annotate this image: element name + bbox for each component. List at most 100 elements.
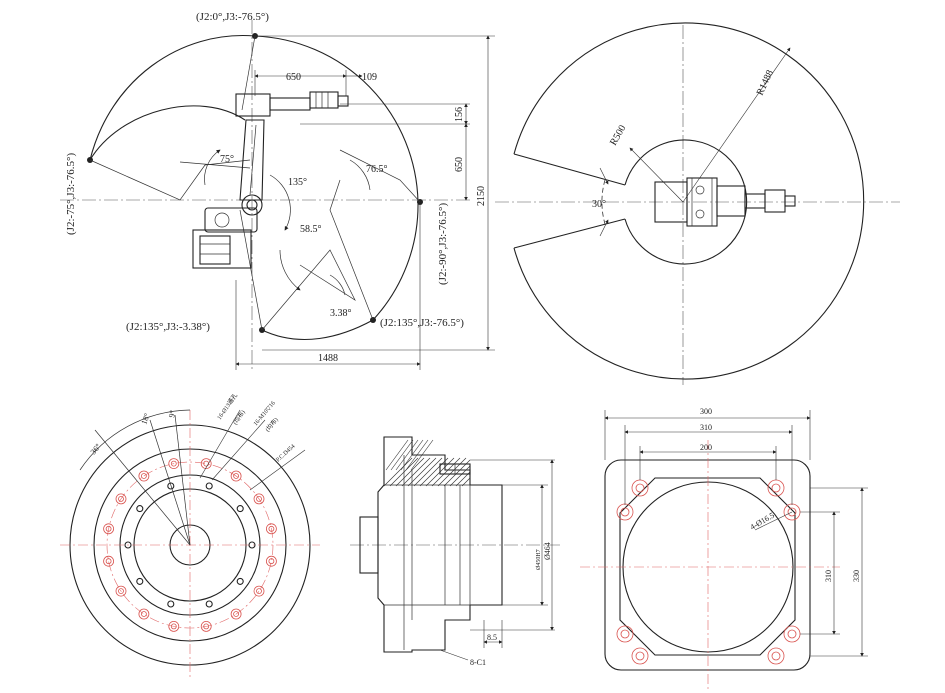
leader-r500 xyxy=(629,147,684,203)
label-angle-30: 30° xyxy=(592,199,606,210)
hatch-line xyxy=(419,457,449,487)
flange-hole xyxy=(168,621,180,632)
label-dim-1488: 1488 xyxy=(318,353,338,364)
angle-arc-76 xyxy=(349,159,371,191)
arm-pose-left-2 xyxy=(179,161,251,169)
label-pose-right: (J2:-90°,J3:-76.5°) xyxy=(437,203,449,285)
flange-hole xyxy=(200,458,212,470)
hatch-line xyxy=(400,439,424,471)
flange-hole xyxy=(136,505,144,513)
flange-hole xyxy=(167,600,175,608)
label-dim-464: Ø464 xyxy=(543,542,552,560)
hatch-line xyxy=(401,457,431,487)
flange-hole-inner xyxy=(105,525,112,532)
flange-hole-inner xyxy=(170,460,177,467)
label-r500: R500 xyxy=(608,123,628,147)
label-pose-top: (J2:0°,J3:-76.5°) xyxy=(196,11,269,23)
robot-elbow-housing xyxy=(235,93,271,117)
angle-line-9 xyxy=(174,414,191,546)
robot-upper-arm xyxy=(269,97,311,111)
label-dim-650-right: 650 xyxy=(454,157,465,172)
flange-hole xyxy=(124,541,132,549)
envelope-arc-inner-left xyxy=(89,105,246,161)
flange-hole xyxy=(265,523,277,535)
flange-hole xyxy=(167,482,175,490)
robot-top-wrist xyxy=(764,189,786,213)
envelope-arc-outer-lower xyxy=(372,201,419,321)
flange-hole xyxy=(200,621,212,632)
base-plate-outer xyxy=(604,459,811,671)
flange-hole-inner xyxy=(203,460,210,467)
robot-wrist xyxy=(309,91,339,109)
flange-hole xyxy=(138,470,150,482)
hatch-line xyxy=(449,465,471,487)
robot-top-arm xyxy=(744,193,766,209)
label-angle-18: 18° xyxy=(139,412,151,426)
flange-hole xyxy=(205,600,213,608)
angle-arc-front xyxy=(79,409,191,471)
hatch-line xyxy=(390,439,414,471)
hole-callout-leader xyxy=(754,511,793,531)
hatch-line xyxy=(405,439,429,471)
flange-hole xyxy=(205,482,213,490)
label-angle-58-5: 58.5° xyxy=(300,224,322,235)
label-hole-callout-1: 16-Ø13通孔 xyxy=(215,392,239,421)
robot-base-box xyxy=(192,229,252,269)
angle-arc-30 xyxy=(601,179,606,225)
flange-hole xyxy=(103,523,114,535)
flange-hole-inner xyxy=(170,623,177,630)
inner-reach-arc xyxy=(624,139,748,265)
outer-reach-arc xyxy=(513,22,865,380)
flange-hole-inner xyxy=(268,525,275,532)
hatch-line xyxy=(431,457,461,487)
label-pose-bottom-right: (J2:135°,J3:-76.5°) xyxy=(380,317,464,329)
flange-front-view xyxy=(60,409,320,680)
arm-pose-link xyxy=(239,209,263,331)
leader-r1488 xyxy=(682,47,791,203)
angle-line-36 xyxy=(94,429,191,546)
flange-hole xyxy=(253,585,265,597)
flange-hole-inner xyxy=(233,473,240,479)
flange-hole-inner xyxy=(268,558,275,565)
flange-hole-inner xyxy=(256,588,262,594)
robot-turret xyxy=(204,207,258,233)
angle-arc-3 xyxy=(329,274,346,296)
robot-lower-arm xyxy=(239,119,265,201)
hatch-line xyxy=(383,457,413,487)
flange-hole xyxy=(115,585,127,597)
arm-pose-top xyxy=(241,35,256,111)
base-corner-holes xyxy=(616,479,801,665)
label-dim-310-v: 310 xyxy=(824,570,833,582)
side-workspace-view xyxy=(60,20,495,370)
flange-hole-inner xyxy=(105,558,112,565)
flange-hole xyxy=(236,505,244,513)
flange-hole-inner xyxy=(118,495,124,502)
label-dim-650-top: 650 xyxy=(286,72,301,83)
label-dim-450h7: Ø450H7 xyxy=(536,549,542,570)
hatch-line xyxy=(395,457,425,487)
label-dim-300: 300 xyxy=(700,407,712,416)
label-dim-310-h: 310 xyxy=(700,423,712,432)
robot-flange xyxy=(337,95,349,107)
label-dim-109: 109 xyxy=(362,72,377,83)
robot-top-flange xyxy=(784,195,796,207)
hatch-line xyxy=(407,457,437,487)
base-plate-view xyxy=(580,410,868,690)
base-plate-recess xyxy=(619,477,796,656)
flange-hole xyxy=(136,577,144,585)
label-angle-75: 75° xyxy=(220,154,234,165)
hatch-line xyxy=(389,457,419,487)
section-hatching xyxy=(383,439,471,487)
boundary-line-lower xyxy=(513,218,626,249)
robot-base-motor xyxy=(199,235,231,265)
angle-arc-75 xyxy=(204,149,221,186)
flange-hole-inner xyxy=(256,495,262,502)
label-angle-3-38: 3.38° xyxy=(330,308,352,319)
label-dim-156: 156 xyxy=(454,107,465,122)
hatch-line xyxy=(461,477,471,487)
section-hub xyxy=(359,516,379,574)
arm-pose-right xyxy=(339,149,421,203)
flange-hole xyxy=(138,608,150,620)
label-dim-330: 330 xyxy=(852,570,861,582)
label-pose-left: (J2:-75°,J3:-76.5°) xyxy=(65,153,77,235)
